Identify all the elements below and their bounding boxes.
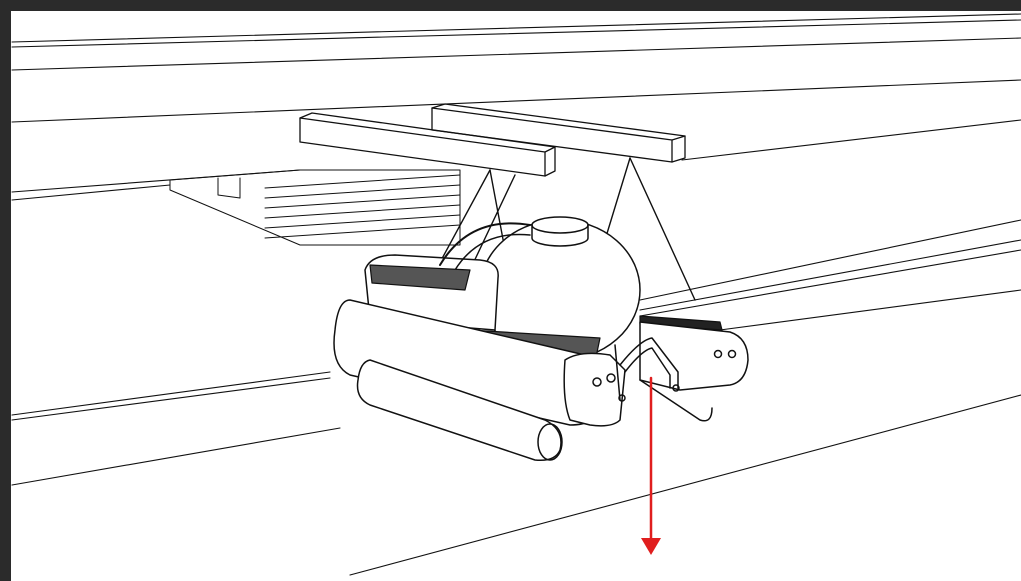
deck-lines [11,13,1021,576]
lumber-stack [169,169,461,246]
pontoons [333,299,749,462]
down-arrow-icon [641,376,661,555]
handle-bracket [614,337,680,402]
line-drawing-scene [11,13,1021,576]
overhead-beams [299,103,686,177]
render-viewport [11,11,1021,581]
arrow-head [641,538,661,555]
